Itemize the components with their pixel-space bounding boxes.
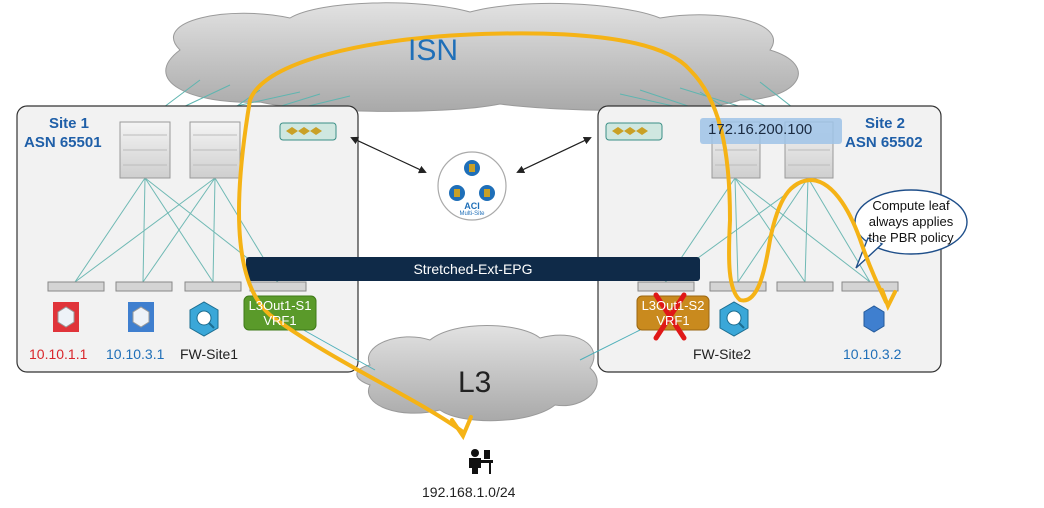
site2-l3out-name: L3Out1-S2 — [641, 298, 705, 313]
site1-title: Site 1 — [48, 115, 90, 132]
callout-line-1: Compute leaf — [872, 198, 950, 213]
failure-x-icon — [653, 292, 687, 341]
firewall-icon-site2 — [719, 301, 749, 337]
firewall-icon-site1 — [189, 301, 219, 337]
aci-multisite-icon — [437, 151, 507, 221]
site1-endpoint-2: 10.10.3.1 — [106, 346, 165, 362]
user-desk-icon — [469, 449, 493, 474]
site1-leaf-switches — [47, 281, 307, 292]
site1-l3out-vrf: VRF1 — [263, 313, 297, 328]
site1-apic-icon — [279, 122, 337, 141]
vip-address: 172.16.200.100 — [708, 121, 813, 138]
server-icon-site2 — [863, 305, 885, 333]
site2-apic-icon — [605, 122, 663, 141]
site1-l3out-name: L3Out1-S1 — [248, 298, 312, 313]
site1-spine-switch — [119, 121, 171, 179]
pbr-callout-bubble — [854, 189, 968, 269]
site1-endpoint-1: 10.10.1.1 — [29, 346, 88, 362]
l3-label: L3 — [458, 366, 492, 399]
site1-firewall-label: FW-Site1 — [180, 346, 239, 362]
stretched-ext-epg-label: Stretched-Ext-EPG — [413, 261, 533, 277]
server-icon-blue — [128, 302, 154, 332]
l3-cloud — [356, 325, 598, 422]
callout-line-3: the PBR policy — [868, 230, 954, 245]
traffic-path — [236, 31, 888, 434]
site1-spine-switch — [189, 121, 241, 179]
vip-box — [700, 118, 842, 144]
site1-asn: ASN 65501 — [24, 134, 102, 151]
site2-firewall-label: FW-Site2 — [693, 346, 752, 362]
external-subnet-label: 192.168.1.0/24 — [422, 484, 516, 500]
site2-title: Site 2 — [864, 115, 906, 132]
site2-l3-link — [579, 329, 641, 361]
site2-leaf-switches — [637, 281, 899, 292]
stretched-ext-epg-bar — [246, 257, 700, 281]
aci-sublabel: Multi-Site — [459, 211, 485, 217]
aci-label: ACI — [464, 201, 480, 211]
site2-l3out-vrf: VRF1 — [656, 313, 690, 328]
callout-line-2: always applies — [868, 214, 954, 229]
site1-l3-link — [299, 327, 376, 371]
traffic-path-arrowhead — [450, 415, 473, 441]
isn-label: ISN — [408, 34, 459, 67]
site2-endpoint: 10.10.3.2 — [843, 346, 902, 362]
site2-asn: ASN 65502 — [845, 134, 923, 151]
server-icon-red — [53, 302, 79, 332]
